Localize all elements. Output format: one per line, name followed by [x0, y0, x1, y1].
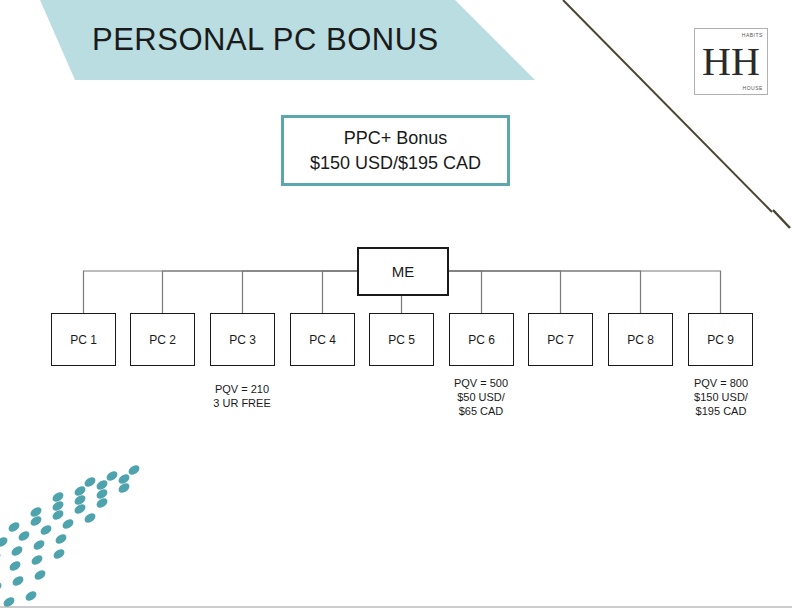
- dot: [117, 481, 131, 494]
- bonus-note: $50 USD/ $65 CAD: [450, 390, 512, 418]
- dot-pattern: [0, 463, 141, 608]
- dot: [61, 517, 75, 530]
- dot: [52, 547, 66, 560]
- logo-box: HABITS HH HOUSE: [694, 28, 768, 95]
- node-text: HABITS: [742, 32, 763, 38]
- node-text: PC 6: [468, 333, 495, 347]
- bonus-box: PPC+ Bonus$150 USD/$195 CAD: [281, 115, 510, 186]
- bonus-note: $150 USD/ $195 CAD: [690, 390, 752, 418]
- dot: [83, 475, 97, 488]
- pc-box: PC 3: [210, 313, 275, 366]
- node-text: PC 5: [388, 333, 415, 347]
- tree-connector: [449, 271, 641, 313]
- tree-connector: [84, 271, 358, 313]
- title: PERSONAL PC BONUS: [92, 22, 439, 58]
- bonus-note: PQV = 500: [446, 376, 516, 390]
- dot: [0, 550, 2, 563]
- root-box: ME: [357, 247, 449, 296]
- tree-connector: [401, 296, 402, 313]
- bottom-rule: [0, 607, 792, 608]
- node-text: PC 2: [149, 333, 176, 347]
- dot: [73, 502, 87, 515]
- dot: [95, 496, 109, 509]
- node-text: PC 8: [627, 333, 654, 347]
- dot: [83, 511, 97, 524]
- tree-connector: [163, 271, 358, 313]
- pc-box: PC 2: [130, 313, 195, 366]
- pc-box: PC 5: [369, 313, 434, 366]
- pc-box: PC 1: [51, 313, 116, 366]
- dot: [30, 553, 44, 566]
- title-banner: [40, 0, 535, 80]
- tree-connector: [449, 271, 721, 313]
- dot: [10, 544, 24, 557]
- tree-connector: [323, 271, 358, 313]
- tree-connector: [243, 271, 358, 313]
- dot: [24, 589, 38, 602]
- tree-connector: [449, 271, 561, 313]
- dot: [7, 520, 21, 533]
- node-text: HH: [702, 42, 760, 82]
- node-text: $150 USD/$195 CAD: [310, 151, 481, 176]
- pc-box: PC 9: [688, 313, 753, 366]
- pc-box: PC 6: [449, 313, 514, 366]
- node-text: HOUSE: [743, 85, 763, 91]
- dot: [127, 463, 141, 476]
- dot: [0, 535, 9, 548]
- bonus-note: PQV = 800: [686, 376, 756, 390]
- dot: [11, 574, 25, 587]
- pc-box: PC 8: [608, 313, 673, 366]
- dot: [33, 568, 47, 581]
- node-text: PC 4: [309, 333, 336, 347]
- node-text: PC 3: [229, 333, 256, 347]
- bonus-note: PQV = 210: [207, 382, 277, 396]
- bonus-note: 3 UR FREE: [207, 396, 277, 410]
- dot: [39, 523, 53, 536]
- node-text: PC 1: [70, 333, 97, 347]
- diagonal-rule: [563, 0, 772, 212]
- dot: [0, 580, 3, 593]
- pc-box: PC 7: [528, 313, 593, 366]
- dot: [0, 565, 1, 578]
- node-text: PPC+ Bonus: [344, 126, 448, 151]
- tree-connector: [449, 271, 482, 313]
- dot: [17, 529, 31, 542]
- dot: [8, 559, 22, 572]
- dot: [54, 532, 68, 545]
- node-text: PC 7: [547, 333, 574, 347]
- dot: [105, 469, 119, 482]
- dot: [29, 514, 43, 527]
- pc-box: PC 4: [290, 313, 355, 366]
- diagonal-rule: [773, 210, 790, 228]
- node-text: PC 9: [707, 333, 734, 347]
- dot: [32, 538, 46, 551]
- dot: [2, 595, 16, 608]
- node-text: ME: [392, 263, 415, 280]
- dot: [51, 508, 65, 521]
